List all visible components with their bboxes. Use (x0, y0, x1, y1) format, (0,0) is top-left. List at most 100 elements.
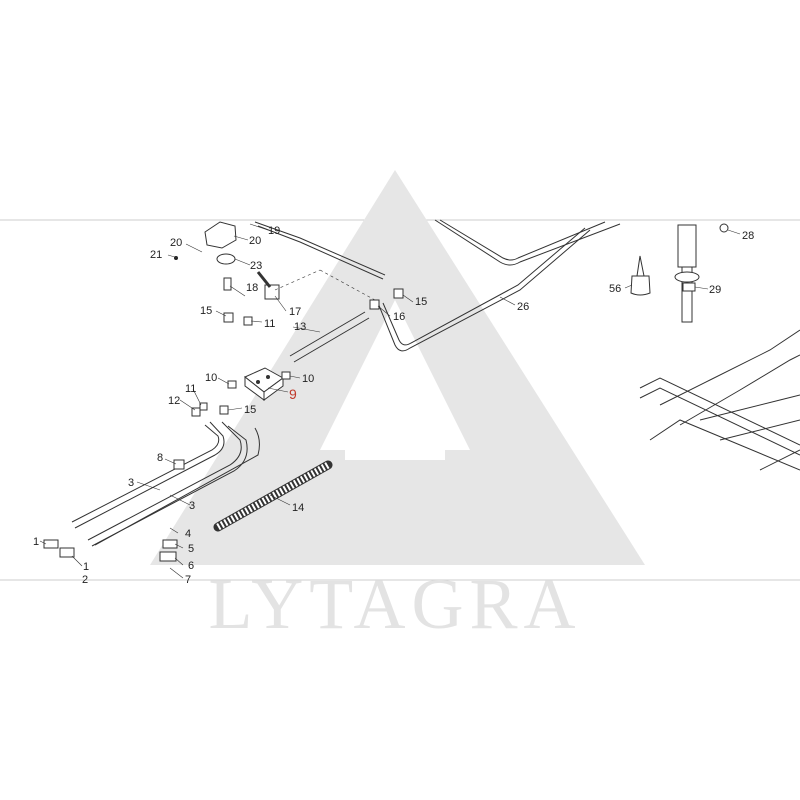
leader-line (71, 555, 83, 567)
leader-line (215, 310, 227, 317)
bracket-5 (162, 539, 178, 549)
leader-line (136, 481, 161, 491)
callout-15: 15 (200, 305, 212, 317)
leader-line (319, 269, 376, 301)
cylinder-body (677, 224, 697, 268)
fitting-15-upper-right (393, 288, 404, 299)
pipe-19-b (257, 225, 384, 280)
fitting-coupling-1a (43, 539, 59, 549)
leader-line (174, 543, 184, 549)
pipe-3-upper (87, 421, 242, 541)
pipe-13 (289, 311, 366, 357)
callout-6: 6 (188, 560, 194, 572)
leader-line (174, 557, 184, 566)
leader-lines (39, 223, 741, 579)
fitting-18 (223, 277, 232, 291)
bottle-nozzle (636, 255, 645, 277)
pipe-upper-right (94, 427, 260, 546)
pipes (71, 219, 621, 547)
leader-line (499, 296, 516, 306)
leader-line (227, 407, 243, 411)
callout-5: 5 (188, 543, 194, 555)
watermark-bar (345, 400, 445, 460)
bottle-body (630, 275, 651, 296)
hose-ribs (216, 461, 330, 531)
fitting-12 (191, 407, 201, 417)
leader-line (292, 326, 321, 333)
cylinder-rod (681, 266, 693, 323)
callout-28: 28 (742, 230, 754, 242)
frame-beam-3 (649, 419, 800, 471)
callout-labels: 1 1 2 3 3 4 5 6 7 8 9 10 10 11 11 12 13 … (33, 225, 754, 586)
callout-3: 3 (128, 477, 134, 489)
fitting-28 (719, 223, 729, 233)
pipe-top-loop (434, 219, 621, 266)
callout-14: 14 (292, 502, 304, 514)
callout-23: 23 (250, 260, 262, 272)
frame-structure (639, 329, 800, 471)
leader-line (624, 284, 633, 289)
bracket-6 (159, 551, 177, 562)
leader-line (274, 269, 321, 291)
leader-line (249, 223, 269, 231)
leader-line (179, 399, 196, 411)
leader-line (217, 377, 230, 385)
callout-21: 21 (150, 249, 162, 261)
frame-beam-7 (759, 449, 800, 471)
callout-15: 15 (415, 296, 427, 308)
leader-line (250, 320, 263, 323)
leader-line (169, 494, 191, 506)
fitting-29 (682, 282, 696, 292)
leader-line (694, 286, 709, 290)
pipe-3-lower-b (71, 424, 220, 523)
callout-10: 10 (302, 373, 314, 385)
callout-11: 11 (264, 318, 275, 330)
callout-16: 16 (393, 311, 405, 323)
leader-line (233, 235, 249, 241)
fitting-15-mid (223, 312, 234, 323)
fittings (43, 221, 404, 562)
fitting-15-lower (219, 405, 229, 415)
callout-19: 19 (268, 225, 280, 237)
callout-1: 1 (33, 536, 39, 548)
callout-2: 2 (82, 574, 88, 586)
pipe-19 (254, 221, 386, 276)
leader-line (234, 258, 251, 266)
callout-1: 1 (83, 561, 89, 573)
valve-port (266, 375, 270, 379)
oil-bottle-56 (630, 255, 651, 296)
fitting-11-mid (243, 316, 253, 326)
callout-20: 20 (170, 237, 182, 249)
clip-8 (173, 459, 185, 470)
valve-port (256, 380, 260, 384)
callout-29: 29 (709, 284, 721, 296)
pipe-3-lower (74, 421, 225, 529)
pipe-top-loop-inner (439, 219, 606, 261)
callout-20: 20 (249, 235, 261, 247)
watermark: LYTAGRA (150, 170, 645, 644)
washer-23 (216, 253, 236, 265)
pipe-26 (377, 229, 591, 352)
leader-line (289, 375, 301, 379)
frame-beam-4 (659, 329, 800, 406)
lift-cylinder (674, 223, 729, 323)
pipe-13-b (293, 317, 370, 363)
frame-beam-1 (639, 377, 800, 446)
fitting-16 (369, 299, 380, 310)
callout-9: 9 (289, 386, 297, 402)
cylinder-collar (674, 271, 700, 283)
fitting-10-right (281, 371, 291, 380)
callout-12: 12 (168, 395, 180, 407)
frame-beam-8 (719, 419, 800, 441)
fitting-11 (199, 402, 208, 411)
callout-11: 11 (185, 383, 196, 395)
lever-17 (256, 271, 272, 288)
leader-line (39, 540, 47, 545)
leader-line (727, 229, 741, 235)
callout-13: 13 (294, 321, 306, 333)
bracket-20 (204, 221, 237, 249)
pipe-3-upper-b (91, 425, 248, 547)
leader-line (169, 567, 184, 579)
leader-line (269, 494, 291, 506)
leader-line (229, 285, 246, 297)
